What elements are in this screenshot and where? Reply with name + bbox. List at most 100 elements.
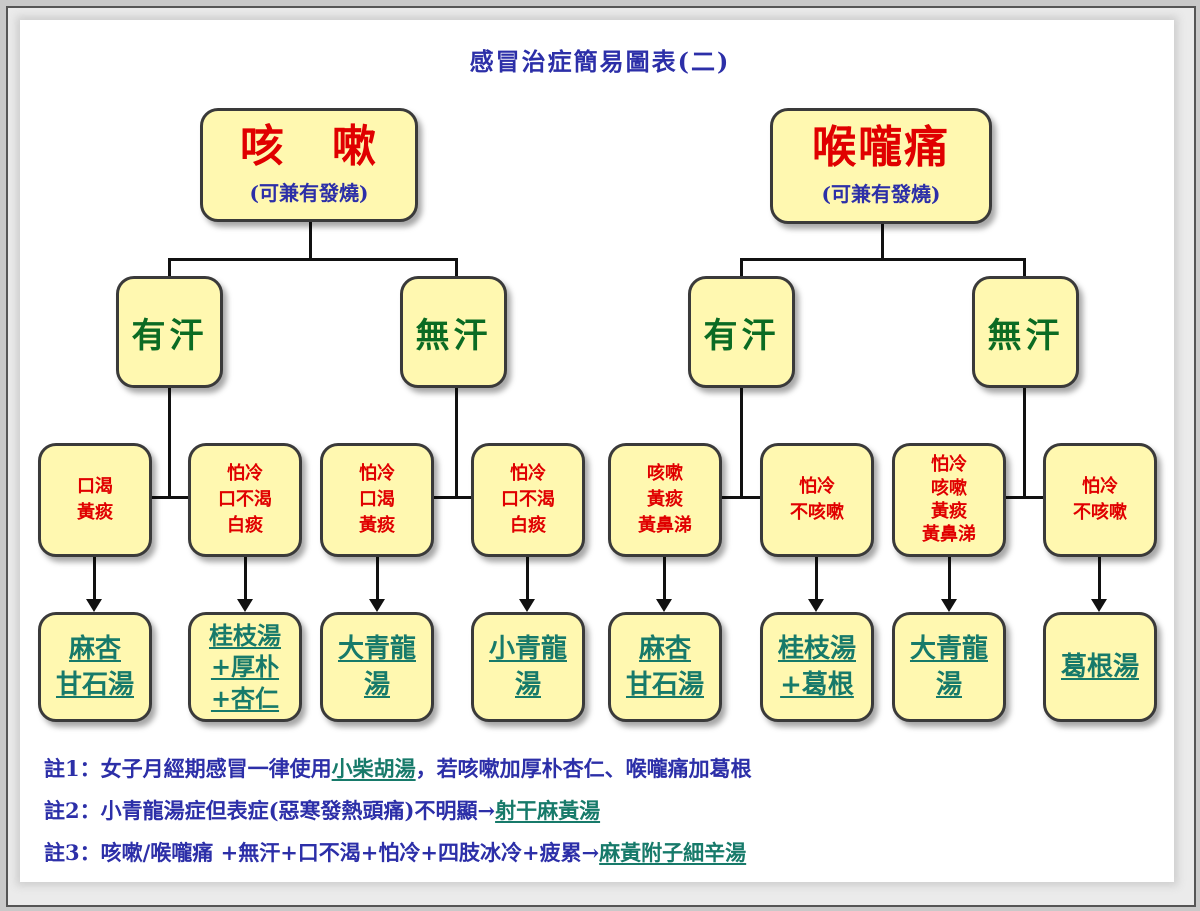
remedy-link[interactable]: 射干麻黃湯	[495, 798, 601, 823]
symptom-text: 怕冷 口不渴 白痰	[218, 462, 272, 537]
remedy-box: 葛根湯	[1043, 612, 1157, 722]
sweat-label: 有汗	[703, 315, 780, 356]
no-sweat-label: 無汗	[415, 315, 492, 356]
cough-no-sweat-box: 無汗	[400, 276, 507, 388]
symptom-text: 怕冷 咳嗽 黃痰 黃鼻涕	[922, 454, 976, 546]
cough-sweat-box: 有汗	[116, 276, 223, 388]
connector	[722, 496, 766, 499]
sore-throat-title: 喉嚨痛	[812, 122, 950, 174]
arrow-shaft	[948, 555, 951, 601]
connector	[740, 258, 1026, 261]
cough-subtitle: (可兼有發燒)	[249, 180, 369, 205]
remedy-link[interactable]: 小柴胡湯	[331, 756, 416, 781]
remedy-line[interactable]: 湯	[935, 670, 962, 700]
arrow-down-icon	[86, 599, 102, 612]
connector	[168, 386, 171, 498]
arrow-down-icon	[519, 599, 535, 612]
symptom-text: 口渴 黃痰	[77, 475, 113, 523]
remedy-link[interactable]: 麻黃附子細辛湯	[599, 840, 747, 865]
remedy-text: 大青龍 湯	[910, 631, 988, 704]
connector	[168, 258, 458, 261]
symptom-box: 咳嗽 黃痰 黃鼻涕	[608, 443, 722, 557]
connector	[150, 496, 194, 499]
remedy-line[interactable]: 大青龍	[337, 633, 416, 664]
connector	[455, 258, 458, 278]
arrow-shaft	[93, 555, 96, 601]
connector	[1002, 496, 1046, 499]
note-1: 註1：女子月經期感冒一律使用小柴胡湯，若咳嗽加厚朴杏仁、喉嚨痛加葛根	[44, 748, 1164, 790]
notes: 註1：女子月經期感冒一律使用小柴胡湯，若咳嗽加厚朴杏仁、喉嚨痛加葛根 註2：小青…	[44, 748, 1164, 874]
remedy-line[interactable]: 甘石湯	[55, 670, 134, 700]
note-text: 註1：女子月經期感冒一律使用	[44, 756, 332, 781]
arrow-shaft	[526, 555, 529, 601]
arrow-shaft	[244, 555, 247, 601]
cough-title: 咳 嗽	[240, 121, 378, 173]
remedy-line[interactable]: 大青龍	[909, 633, 988, 664]
arrow-down-icon	[656, 599, 672, 612]
remedy-box: 大青龍 湯	[892, 612, 1006, 722]
symptom-box: 怕冷 咳嗽 黃痰 黃鼻涕	[892, 443, 1006, 557]
connector	[740, 386, 743, 498]
remedy-text: 小青龍 湯	[489, 631, 567, 704]
symptom-box: 怕冷 口渴 黃痰	[320, 443, 434, 557]
remedy-text: 桂枝湯 +厚朴 +杏仁	[209, 620, 281, 714]
note-text: ，若咳嗽加厚朴杏仁、喉嚨痛加葛根	[415, 756, 752, 781]
connector	[1023, 386, 1026, 498]
remedy-box: 桂枝湯 +厚朴 +杏仁	[188, 612, 302, 722]
remedy-line[interactable]: +杏仁	[210, 683, 280, 713]
arrow-shaft	[663, 555, 666, 601]
sore-throat-header-box: 喉嚨痛 (可兼有發燒)	[770, 108, 992, 224]
remedy-line[interactable]: 湯	[363, 670, 390, 700]
symptom-box: 怕冷 不咳嗽	[760, 443, 874, 557]
remedy-text: 葛根湯	[1061, 649, 1139, 685]
arrow-down-icon	[237, 599, 253, 612]
remedy-text: 桂枝湯 +葛根	[778, 631, 856, 704]
arrow-shaft	[1098, 555, 1101, 601]
remedy-line[interactable]: 葛根湯	[1060, 651, 1139, 682]
remedy-line[interactable]: +厚朴	[210, 652, 280, 682]
remedy-text: 大青龍 湯	[338, 631, 416, 704]
remedy-line[interactable]: 麻杏	[68, 633, 121, 664]
connector	[881, 222, 884, 260]
no-sweat-label: 無汗	[987, 315, 1064, 356]
symptom-box: 怕冷 不咳嗽	[1043, 443, 1157, 557]
symptom-box: 怕冷 口不渴 白痰	[471, 443, 585, 557]
connector	[309, 220, 312, 260]
symptom-box: 怕冷 口不渴 白痰	[188, 443, 302, 557]
remedy-text: 麻杏 甘石湯	[626, 631, 704, 704]
page-title: 感冒治症簡易圖表(二)	[469, 47, 731, 76]
connector	[740, 258, 743, 278]
remedy-box: 麻杏 甘石湯	[608, 612, 722, 722]
symptom-text: 咳嗽 黃痰 黃鼻涕	[638, 462, 692, 537]
note-text: 註3：咳嗽/喉嚨痛 +無汗+口不渴+怕冷+四肢冰冷+疲累→	[44, 840, 600, 865]
connector	[1023, 258, 1026, 278]
remedy-line[interactable]: 桂枝湯	[209, 621, 281, 651]
remedy-box: 大青龍 湯	[320, 612, 434, 722]
remedy-box: 桂枝湯 +葛根	[760, 612, 874, 722]
connector	[168, 258, 171, 278]
remedy-box: 麻杏 甘石湯	[38, 612, 152, 722]
remedy-line[interactable]: 小青龍	[488, 633, 567, 664]
remedy-line[interactable]: 桂枝湯	[777, 633, 856, 664]
arrow-shaft	[376, 555, 379, 601]
symptom-text: 怕冷 口渴 黃痰	[359, 462, 395, 537]
remedy-line[interactable]: 麻杏	[638, 633, 691, 664]
arrow-down-icon	[369, 599, 385, 612]
arrow-shaft	[815, 555, 818, 601]
connector	[455, 386, 458, 498]
note-2: 註2：小青龍湯症但表症(惡寒發熱頭痛)不明顯→射干麻黃湯	[44, 790, 1164, 832]
sore-throat-subtitle: (可兼有發燒)	[821, 181, 941, 206]
symptom-text: 怕冷 不咳嗽	[790, 475, 844, 523]
remedy-line[interactable]: +葛根	[780, 670, 854, 700]
remedy-box: 小青龍 湯	[471, 612, 585, 722]
remedy-line[interactable]: 甘石湯	[625, 670, 704, 700]
symptom-text: 怕冷 不咳嗽	[1073, 475, 1127, 523]
cough-header-box: 咳 嗽 (可兼有發燒)	[200, 108, 418, 222]
note-text: 註2：小青龍湯症但表症(惡寒發熱頭痛)不明顯→	[44, 798, 496, 823]
remedy-text: 麻杏 甘石湯	[56, 631, 134, 704]
remedy-line[interactable]: 湯	[514, 670, 541, 700]
connector	[432, 496, 476, 499]
throat-no-sweat-box: 無汗	[972, 276, 1079, 388]
throat-sweat-box: 有汗	[688, 276, 795, 388]
symptom-box: 口渴 黃痰	[38, 443, 152, 557]
